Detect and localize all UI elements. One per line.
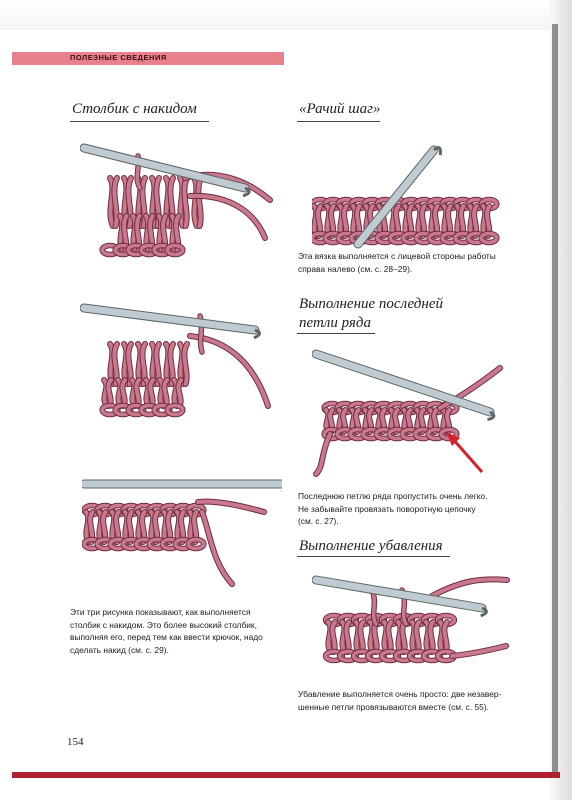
last-loop-title-line-1: Выполнение последней: [299, 296, 443, 312]
crab-stitch-caption: Эта вязка выполняется с лицевой стороны …: [298, 250, 528, 275]
crab-stitch-title: «Рачий шаг»: [299, 101, 381, 117]
double-crochet-illustration-1: [80, 143, 273, 258]
caption-line: столбик с накидом. Это более высокий сто…: [70, 619, 257, 630]
double-crochet-title-underline: [70, 121, 209, 123]
red-arrow-icon: [446, 432, 484, 473]
caption-line: сделать накид (см. с. 29).: [70, 644, 169, 655]
double-crochet-illustration-2: [80, 303, 271, 418]
crochet-hook-icon: [353, 145, 442, 249]
crab-stitch-title-underline: [297, 121, 380, 123]
last-loop-title-underline: [297, 333, 375, 335]
caption-line: Не забывайте провязать поворотную цепочк…: [298, 503, 476, 514]
page-top-edge: [0, 0, 572, 30]
crochet-hook-icon: [82, 479, 282, 492]
crochet-hook-icon: [312, 349, 496, 422]
section-header-label: ПОЛЕЗНЫЕ СВЕДЕНИЯ: [70, 53, 167, 62]
double-crochet-illustration-3: [82, 479, 282, 587]
double-crochet-caption: Эти три рисунка показывают, как выполняе…: [70, 606, 292, 656]
caption-line: выполняя его, перед тем как ввести крючо…: [70, 632, 263, 642]
page-bottom-edge: [12, 772, 560, 778]
decrease-illustration: [312, 575, 510, 664]
caption-line: шенные петли провязываются вместе (см. с…: [298, 701, 489, 712]
decrease-title: Выполнение убавления: [299, 538, 443, 554]
book-spine-shadow: [552, 24, 558, 774]
caption-line: Эти три рисунка показывают, как выполняе…: [70, 607, 251, 617]
decrease-title-underline: [297, 556, 450, 558]
last-loop-illustration: [312, 349, 503, 477]
header-band: [12, 52, 284, 65]
crochet-hook-icon: [80, 303, 262, 340]
caption-line: справа налево (см. с. 28–29).: [298, 263, 413, 274]
last-loop-caption: Последнюю петлю ряда пропустить очень ле…: [298, 490, 528, 528]
caption-line: Эта вязка выполняется с лицевой стороны …: [298, 251, 496, 261]
caption-line: (см. с. 27).: [298, 516, 339, 526]
last-loop-title-line-2: петли ряда: [299, 315, 371, 331]
crochet-hook-icon: [312, 575, 488, 618]
caption-line: Последнюю петлю ряда пропустить очень ле…: [298, 491, 488, 501]
caption-line: Убавление выполняется очень просто: две …: [298, 689, 502, 699]
decrease-caption: Убавление выполняется очень просто: две …: [298, 688, 528, 713]
crab-stitch-illustration: [312, 145, 500, 249]
double-crochet-title: Столбик с накидом: [72, 101, 197, 117]
page-number: 154: [67, 736, 84, 748]
crochet-hook-icon: [80, 143, 251, 198]
